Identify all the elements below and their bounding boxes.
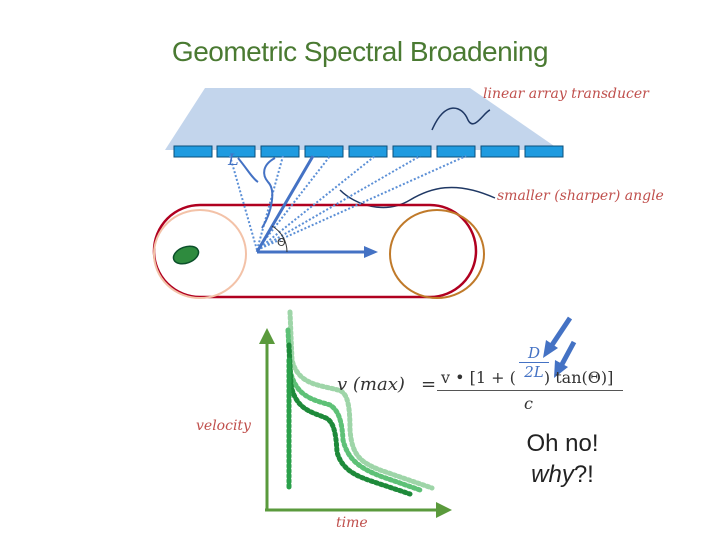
beam-line <box>256 155 284 251</box>
formula-fraction-bar <box>437 390 623 391</box>
transducer-body <box>165 88 560 150</box>
insonation-beam <box>255 155 315 253</box>
pointer-arrow <box>547 316 573 350</box>
beam-line <box>229 155 258 251</box>
formula-numerator-tail: ) tan(Θ)] <box>543 368 614 387</box>
formula-numerator-head: v • [1 + ( <box>441 368 516 387</box>
angle-leader-line <box>339 186 496 209</box>
spectral-trace-dark <box>286 342 413 497</box>
transducer-element <box>480 145 520 158</box>
pointer-arrowhead <box>543 340 558 358</box>
spectral-traces <box>285 309 435 497</box>
transducer-leader-line <box>431 107 491 131</box>
beam-line <box>256 155 421 251</box>
exclamation-punct: ?! <box>573 461 594 488</box>
beam-fan <box>229 155 467 251</box>
angle-arc <box>271 225 288 253</box>
exclamation-line-2: why?! <box>510 459 615 490</box>
formula-denominator: c <box>524 394 533 413</box>
formula-fraction-bottom: 2L <box>524 363 544 381</box>
element-length-label: L <box>228 150 239 169</box>
transducer-element <box>216 145 256 158</box>
slide-title: Geometric Spectral Broadening <box>171 36 549 67</box>
formula-lhs: v (max) <box>337 374 405 395</box>
exclamation-text: Oh no! why?! <box>510 428 615 490</box>
pointer-arrowhead <box>554 360 568 378</box>
vessel-end-right <box>389 209 485 299</box>
velocity-axis-arrowhead <box>259 328 275 344</box>
formula-numerator: v • [1 + ( ) tan(Θ)] <box>441 368 613 387</box>
formula-fraction-top: D <box>519 344 549 363</box>
transducer-element <box>524 145 564 158</box>
spectral-trace-light <box>287 309 435 491</box>
velocity-axis-label: velocity <box>196 418 251 434</box>
transducer-element <box>304 145 344 158</box>
time-axis-arrowhead <box>436 502 452 518</box>
transducer-element <box>348 145 388 158</box>
vessel-end-left <box>153 209 247 299</box>
element-length-brace <box>261 157 276 229</box>
transducer-element <box>392 145 432 158</box>
vessel-lumen-blob <box>172 245 200 265</box>
exclamation-why: why <box>531 461 574 488</box>
angle-label: smaller (sharper) angle <box>497 188 664 204</box>
spectral-trace-mid <box>285 327 423 493</box>
theta-symbol: Θ <box>277 236 286 249</box>
transducer-element <box>173 145 213 158</box>
transducer-element <box>260 145 300 158</box>
transducer-label: linear array transducer <box>483 86 649 102</box>
exclamation-line-1: Oh no! <box>526 430 599 457</box>
element-length-brace <box>237 157 259 183</box>
beam-line <box>256 155 376 251</box>
transducer-elements <box>173 145 564 158</box>
time-axis-label: time <box>336 515 368 531</box>
transducer-element <box>436 145 476 158</box>
formula-fraction: D 2L <box>519 344 549 381</box>
flow-arrowhead <box>364 246 378 258</box>
formula-equals: = <box>421 374 437 395</box>
pointer-arrow <box>557 340 577 370</box>
max-velocity-formula: v (max) = v • [1 + ( ) tan(Θ)] D 2L c <box>337 344 637 420</box>
